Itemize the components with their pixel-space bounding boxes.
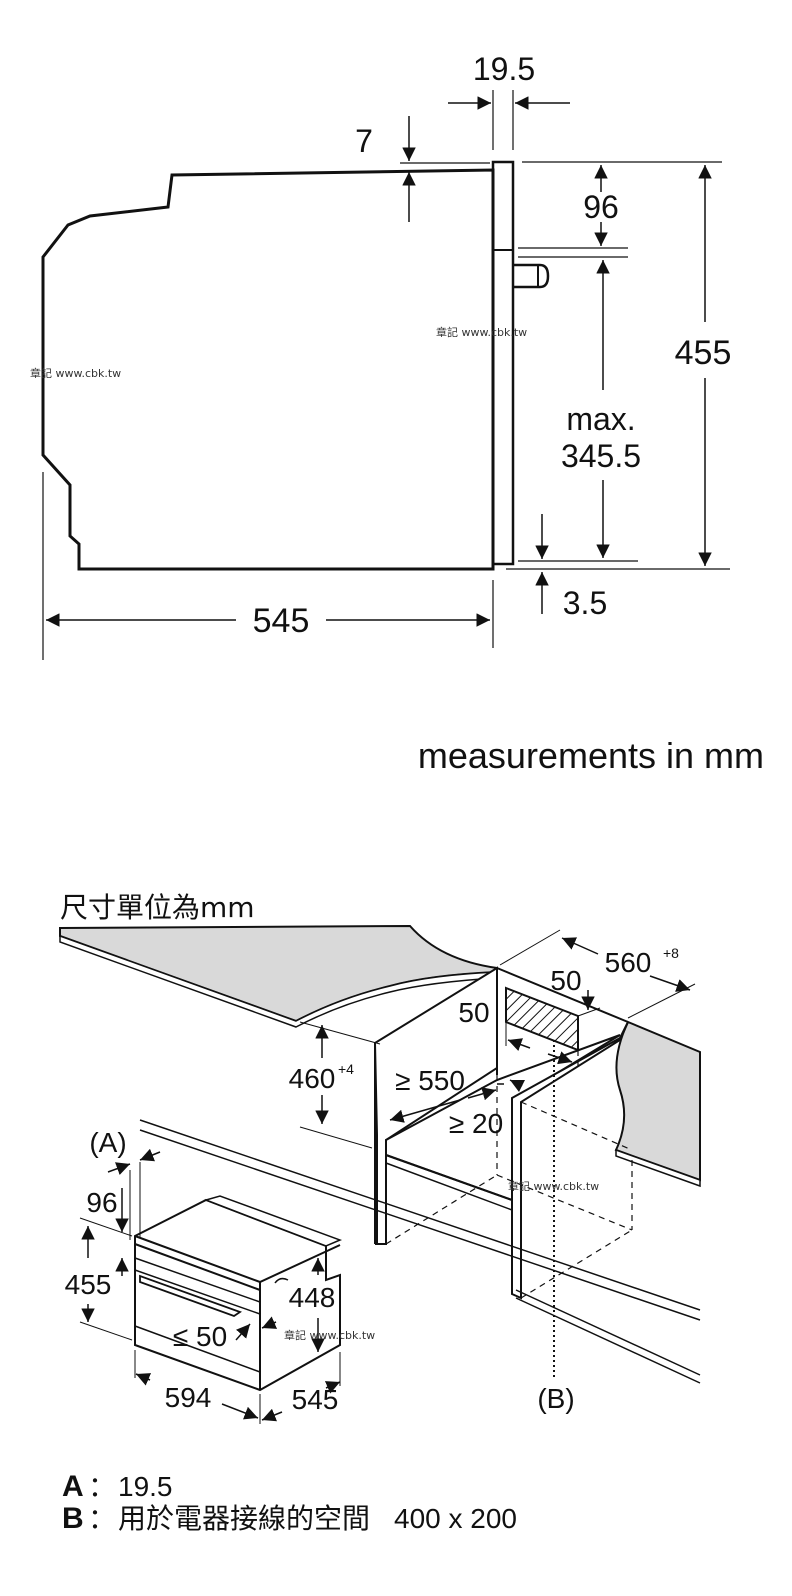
dim-7: 7 (355, 123, 373, 159)
legend-a-sep: ： (88, 1470, 116, 1503)
appliance-dim-545: 545 (292, 1384, 339, 1415)
appliance-dim-448: 448 (289, 1282, 336, 1313)
dim-560: 560 (605, 947, 652, 978)
legend: A ： 19.5 B ： 用於電器接線的空間 400 x 200 (62, 1470, 517, 1535)
handle-knob (513, 263, 550, 289)
appliance-dim-594: 594 (165, 1382, 212, 1413)
dim-max-value: 345.5 (561, 438, 641, 474)
label-a: (A) (89, 1127, 126, 1158)
dim-550: ≥ 550 (395, 1065, 465, 1096)
countertop-left (59, 924, 498, 1023)
legend-a-value: 19.5 (118, 1471, 173, 1502)
legend-b-key: B (62, 1502, 84, 1535)
label-b: (B) (537, 1383, 574, 1414)
dim-50-side: 50 (458, 997, 489, 1028)
dim-560-tol: +8 (663, 945, 679, 961)
appliance (134, 1195, 343, 1392)
watermark: 章記 www.cbk.tw (284, 1328, 375, 1342)
appliance-dim-455: 455 (65, 1269, 112, 1300)
watermark: 章記 www.cbk.tw (436, 325, 527, 339)
hidden-lines (385, 1050, 633, 1299)
watermark: 章記 www.cbk.tw (30, 366, 121, 380)
dim-460: 460 (289, 1063, 336, 1094)
appliance-dim-96: 96 (86, 1187, 117, 1218)
dim-50-top: 50 (550, 965, 581, 996)
cabinet-right-panel (511, 1021, 629, 1300)
dim-545: 545 (253, 602, 310, 640)
dim-19-5: 19.5 (473, 51, 535, 87)
dim-max-label: max. (566, 401, 635, 437)
units-note: measurements in mm (418, 735, 764, 776)
install-title: 尺寸單位為mm (60, 891, 255, 924)
front-panel (491, 160, 515, 566)
legend-b-size: 400 x 200 (394, 1503, 517, 1534)
legend-b-sep: ： (88, 1502, 116, 1535)
dim-455: 455 (675, 334, 732, 372)
side-view: 19.5 7 96 455 max. 345.5 3.5 545 (41, 51, 732, 660)
dim-20: ≥ 20 (449, 1108, 503, 1139)
legend-a-key: A (62, 1470, 84, 1503)
dim-3-5: 3.5 (563, 585, 607, 621)
install-view: 尺寸單位為mm (59, 891, 701, 1424)
watermark: 章記 www.cbk.tw (508, 1179, 599, 1193)
dim-460-tol: +4 (338, 1061, 354, 1077)
dim-96: 96 (583, 189, 619, 225)
legend-b-value: 用於電器接線的空間 (118, 1502, 370, 1535)
appliance-dim-le50: ≤ 50 (173, 1321, 227, 1352)
